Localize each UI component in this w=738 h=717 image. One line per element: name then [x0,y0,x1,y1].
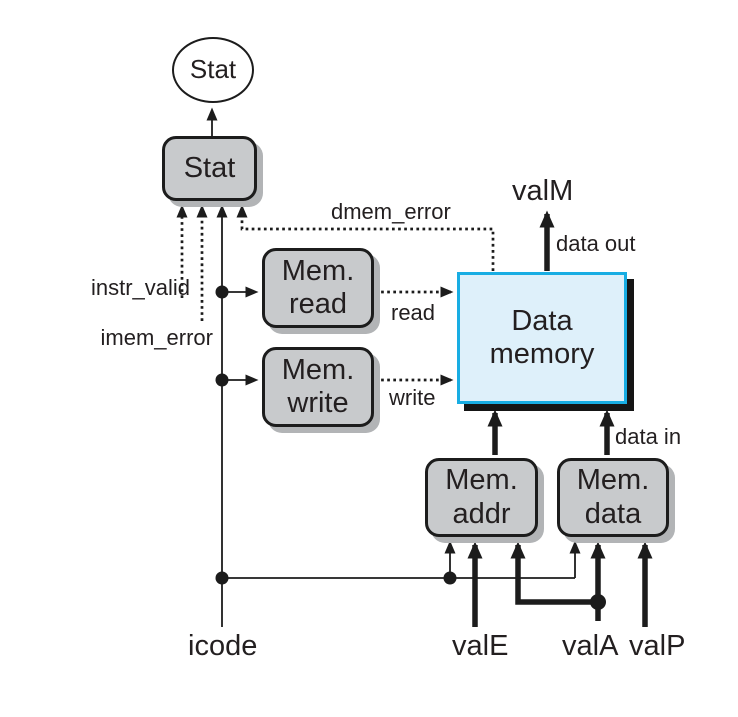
mem-read-block: Mem. read [262,248,374,328]
stat-unit-label: Stat [183,151,236,184]
valA-to-mem-addr-wire [510,541,601,605]
stat-state-label: Stat [189,54,237,85]
data-out-label: data out [556,231,636,256]
valM-label: valM [512,175,574,207]
mem-read-label-line1: Mem. [281,254,355,287]
icode-junction-4 [443,571,457,585]
mem-data-label-line1: Mem. [576,464,650,497]
mem-data-block: Mem. data [557,458,669,537]
imem-error-label: imem_error [100,325,213,350]
dmem-error-wire [236,204,495,271]
icode-junction-3 [215,571,229,585]
icode-junction-2 [215,373,229,387]
status-wires [176,204,495,386]
data-memory-label-line1: Data [511,304,573,337]
mem-addr-block: Mem. addr [425,458,538,537]
valE-label: valE [452,630,509,662]
read-label: read [391,300,436,325]
mem-write-label-line1: Mem. [281,353,355,386]
write-label: write [389,385,436,410]
stat-unit-block: Stat [162,136,257,201]
stat-state-node: Stat [172,37,254,103]
valP-label: valP [629,630,686,662]
mem-write-label-line2: write [287,387,349,419]
valA-junction [590,594,606,610]
data-in-label: data in [615,424,682,449]
mem-addr-label-line1: Mem. [445,464,518,497]
instr-valid-label: instr_valid [90,275,190,300]
data-memory-label-line2: memory [489,338,595,370]
mem-data-label-line2: data [584,497,642,530]
junction-dots [215,285,606,610]
mem-addr-label-line2: addr [452,497,511,530]
valA-label: valA [562,630,619,662]
icode-label: icode [188,630,258,662]
data-memory-block: Data memory [457,272,627,404]
icode-junction-1 [215,285,229,299]
mem-write-block: Mem. write [262,347,374,427]
dmem-error-label: dmem_error [331,199,451,224]
mem-read-label-line2: read [288,288,348,320]
